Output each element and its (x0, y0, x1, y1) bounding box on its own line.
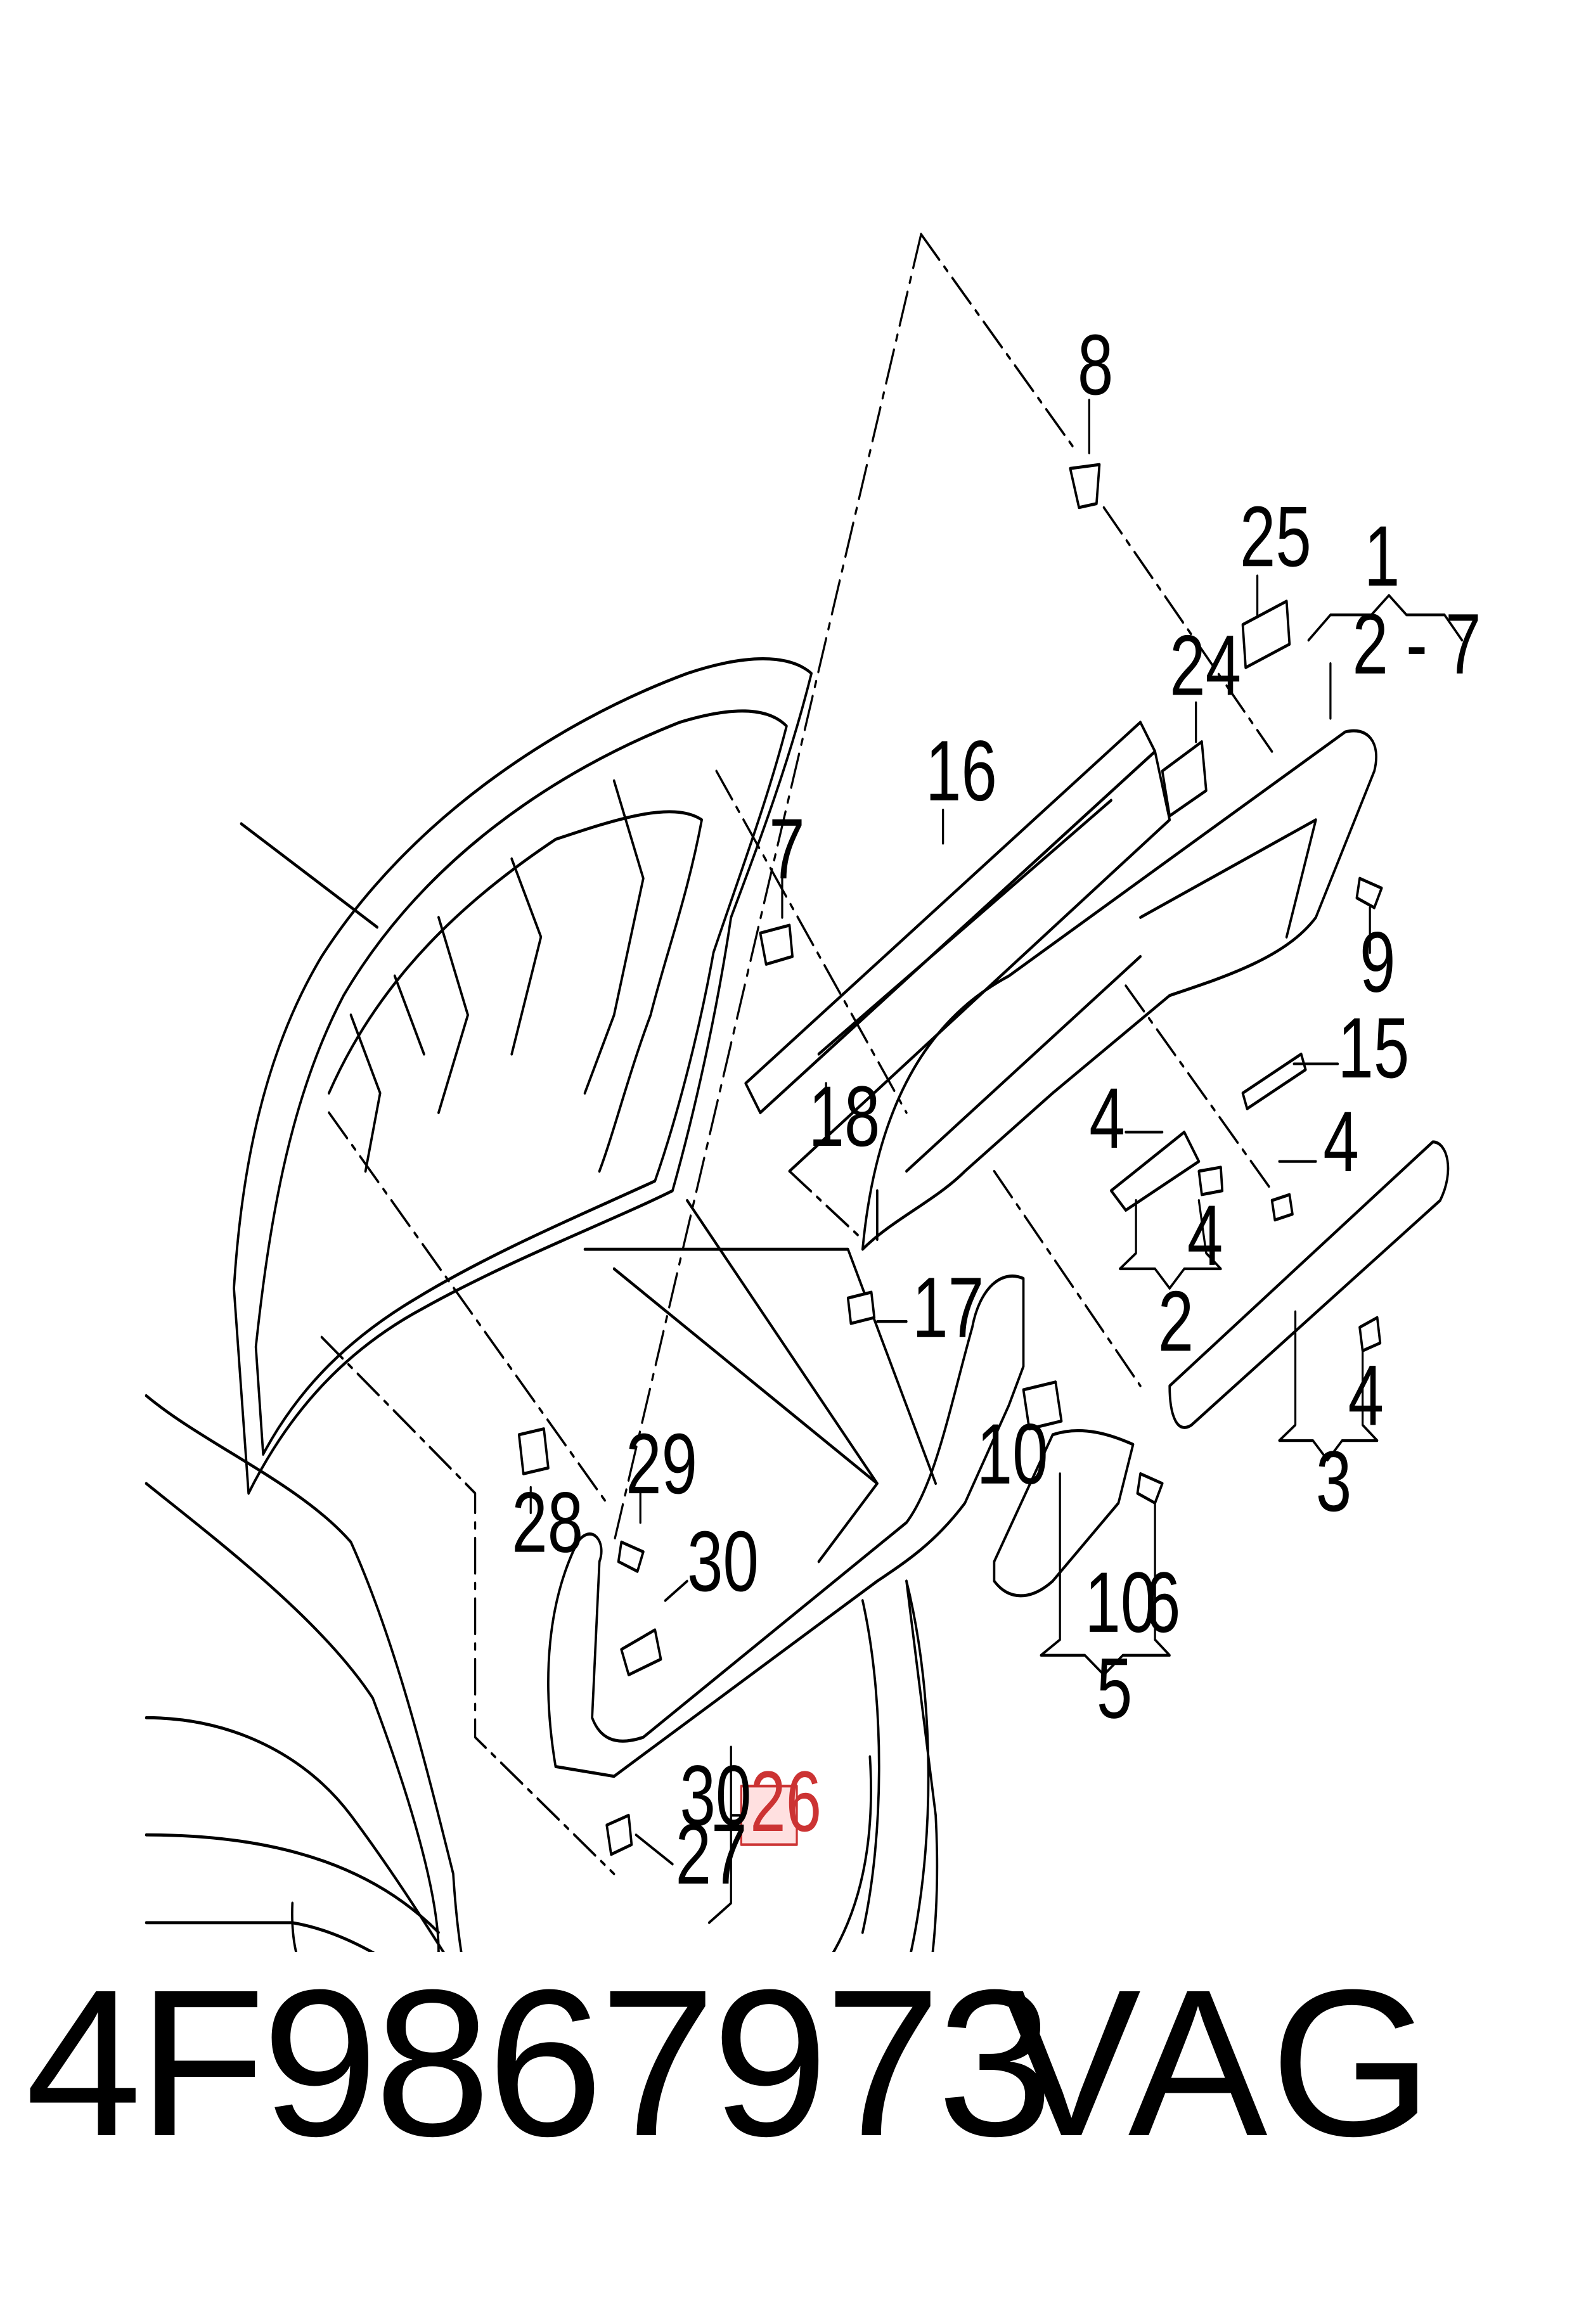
car-body-outline (145, 822, 939, 1952)
callout-label: 29 (626, 1416, 697, 1512)
solid-leader-lines (529, 399, 1464, 1924)
callout-label: 30 (680, 1749, 752, 1844)
callout-label: 2 - 7 (1352, 596, 1481, 692)
seal-strip-26 (547, 1274, 1025, 1778)
callout-label: 8 (1078, 318, 1113, 413)
leader-lines (320, 233, 1273, 1875)
callout-label: 24 (1170, 618, 1241, 714)
callout-label: 9 (1360, 915, 1395, 1011)
callout-label: 30 (687, 1514, 759, 1610)
callout-label: 27 (676, 1807, 747, 1903)
fastener-parts (517, 463, 1383, 1856)
callout-label: 5 (1097, 1641, 1132, 1737)
callout-label: 7 (769, 802, 804, 897)
callout-label: 3 (1316, 1434, 1351, 1530)
callout-label: 1 (1364, 509, 1400, 605)
callout-label: 2 (1158, 1274, 1194, 1370)
callout-label: 4 (1187, 1188, 1223, 1284)
callout-labels: 8 25 1 2 - 7 24 16 7 9 15 18 4 4 4 4 2 1… (512, 318, 1481, 1903)
callout-label: 25 (1240, 489, 1312, 585)
exploded-parts-diagram: 8 25 1 2 - 7 24 16 7 9 15 18 4 4 4 4 2 1… (145, 233, 1481, 1952)
callout-label: 10 (1085, 1555, 1156, 1651)
brand: VAG (1002, 1946, 1436, 2180)
callout-label: 4 (1089, 1071, 1125, 1167)
callout-label: 18 (808, 1069, 880, 1165)
footer: 4F9867973 VAG (25, 1958, 1559, 2301)
callout-label: 16 (925, 724, 997, 819)
part-number: 4F9867973 (25, 1946, 1054, 2180)
side-panels (993, 1052, 1450, 1598)
trim-panel-1 (861, 729, 1377, 1251)
callout-label: 6 (1145, 1555, 1180, 1651)
callout-label: 10 (977, 1407, 1048, 1503)
tailgate-frame (233, 657, 813, 1495)
callout-label: 4 (1348, 1348, 1384, 1444)
callout-label: 17 (912, 1261, 984, 1356)
callout-label: 15 (1337, 1001, 1409, 1096)
cargo-floor-lines (583, 1198, 937, 1563)
callout-label: 28 (512, 1475, 583, 1570)
highlight-box (740, 1785, 798, 1846)
callout-label: 4 (1323, 1095, 1358, 1190)
callout-label-highlighted: 26 (750, 1754, 822, 1850)
diagram-svg: 8 25 1 2 - 7 24 16 7 9 15 18 4 4 4 4 2 1… (145, 233, 1481, 1952)
